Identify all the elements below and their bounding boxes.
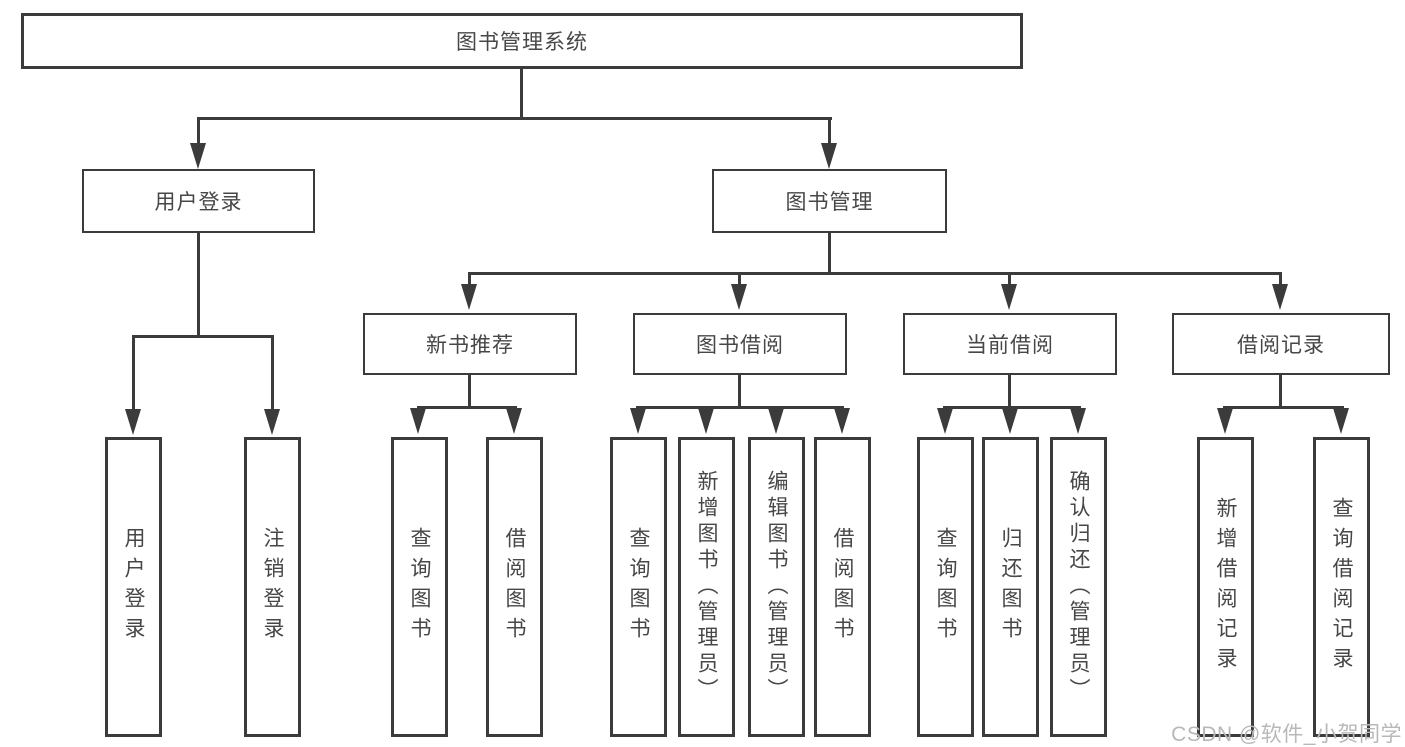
connector-book-management-stem (828, 231, 831, 275)
leaf-label: 借阅图书 (503, 527, 526, 647)
leaf-label: 编辑图书（管理员） (765, 470, 788, 704)
leaf-cb-return-books: 归还图书 (982, 437, 1039, 737)
node-current-borrowing: 当前借阅 (903, 313, 1117, 375)
connector-borrow-records-stem (1279, 373, 1282, 409)
leaf-cb-confirm-return-admin: 确认归还（管理员） (1050, 437, 1107, 737)
arrow-down-leaf-logout (264, 409, 280, 435)
arrow-down-bb-borrow-books (834, 408, 850, 434)
connector-new-book-rec-stem (468, 373, 471, 409)
leaf-label: 查询图书 (627, 527, 650, 647)
leaf-label: 新增借阅记录 (1214, 497, 1237, 677)
watermark: CSDN @软件_小贺同学 (1171, 723, 1402, 746)
leaf-label: 查询图书 (408, 527, 431, 647)
arrow-down-bb-add-book (698, 408, 714, 434)
connector-book-management-crossbar (468, 272, 1282, 275)
connector-stem-leaf-user-login (132, 335, 135, 411)
connector-book-borrowing-crossbar (636, 406, 844, 409)
connector-stem-user-login (197, 117, 200, 146)
arrow-down-cb-confirm-return (1070, 408, 1086, 434)
arrow-down-book-borrowing (731, 284, 747, 310)
arrow-down-br-add-record (1217, 408, 1233, 434)
connector-book-borrowing-stem (738, 373, 741, 409)
connector-new-book-rec-crossbar (417, 406, 517, 409)
leaf-label: 确认归还（管理员） (1067, 470, 1090, 704)
arrow-down-borrow-records (1272, 284, 1288, 310)
connector-user-login-crossbar (132, 335, 273, 338)
leaf-br-query-borrow-record: 查询借阅记录 (1313, 437, 1370, 737)
leaf-nb-query-books: 查询图书 (391, 437, 448, 737)
node-book-borrowing: 图书借阅 (633, 313, 847, 375)
node-label: 图书管理 (785, 191, 874, 214)
leaf-label: 用户登录 (122, 527, 145, 647)
arrow-down-leaf-user-login (125, 409, 141, 435)
leaf-label: 新增图书（管理员） (695, 470, 718, 704)
leaf-bb-edit-book-admin: 编辑图书（管理员） (748, 437, 805, 737)
connector-current-borrowing-crossbar (943, 406, 1081, 409)
node-borrowing-records: 借阅记录 (1172, 313, 1390, 375)
connector-stem-leaf-logout (271, 335, 274, 411)
leaf-user-login: 用户登录 (105, 437, 162, 737)
leaf-label: 查询借阅记录 (1330, 497, 1353, 677)
node-label: 借阅记录 (1237, 334, 1325, 357)
arrow-down-br-query-record (1333, 408, 1349, 434)
node-label: 图书借阅 (696, 334, 784, 357)
leaf-br-add-borrow-record: 新增借阅记录 (1197, 437, 1254, 737)
node-label: 用户登录 (154, 191, 243, 214)
leaf-nb-borrow-books: 借阅图书 (486, 437, 543, 737)
connector-user-login-stem (197, 231, 200, 338)
connector-current-borrowing-stem (1008, 373, 1011, 409)
connector-borrow-records-crossbar (1223, 406, 1344, 409)
arrow-down-cb-query-books (937, 408, 953, 434)
arrow-down-nb-query-books (410, 408, 426, 434)
node-label: 新书推荐 (426, 334, 514, 357)
node-label: 图书管理系统 (456, 31, 588, 54)
connector-stem-book-borrowing (738, 272, 741, 286)
node-user-login: 用户登录 (82, 169, 315, 233)
leaf-label: 注销登录 (261, 527, 284, 647)
node-label: 当前借阅 (966, 334, 1054, 357)
leaf-cb-query-books: 查询图书 (917, 437, 974, 737)
connector-stem-new-book-rec (468, 272, 471, 286)
connector-stem-book-management (828, 117, 831, 146)
leaf-logout: 注销登录 (244, 437, 301, 737)
arrow-down-current-borrowing (1001, 284, 1017, 310)
node-book-management: 图书管理 (712, 169, 947, 233)
leaf-label: 借阅图书 (831, 527, 854, 647)
node-new-book-recommendation: 新书推荐 (363, 313, 577, 375)
connector-stem-borrow-records (1279, 272, 1282, 286)
leaf-label: 查询图书 (934, 527, 957, 647)
leaf-label: 归还图书 (999, 527, 1022, 647)
arrow-down-nb-borrow-books (506, 408, 522, 434)
arrow-down-bb-query-books (630, 408, 646, 434)
arrow-down-bb-edit-book (768, 408, 784, 434)
node-library-system-root: 图书管理系统 (21, 13, 1023, 69)
arrow-down-user-login (190, 143, 206, 169)
leaf-bb-add-book-admin: 新增图书（管理员） (678, 437, 735, 737)
leaf-bb-borrow-books: 借阅图书 (814, 437, 871, 737)
connector-stem-current-borrowing (1008, 272, 1011, 286)
arrow-down-book-management (821, 143, 837, 169)
connector-root-stem (520, 67, 523, 118)
leaf-bb-query-books: 查询图书 (610, 437, 667, 737)
arrow-down-cb-return-books (1002, 408, 1018, 434)
connector-root-crossbar (197, 117, 832, 120)
arrow-down-new-book-rec (461, 284, 477, 310)
